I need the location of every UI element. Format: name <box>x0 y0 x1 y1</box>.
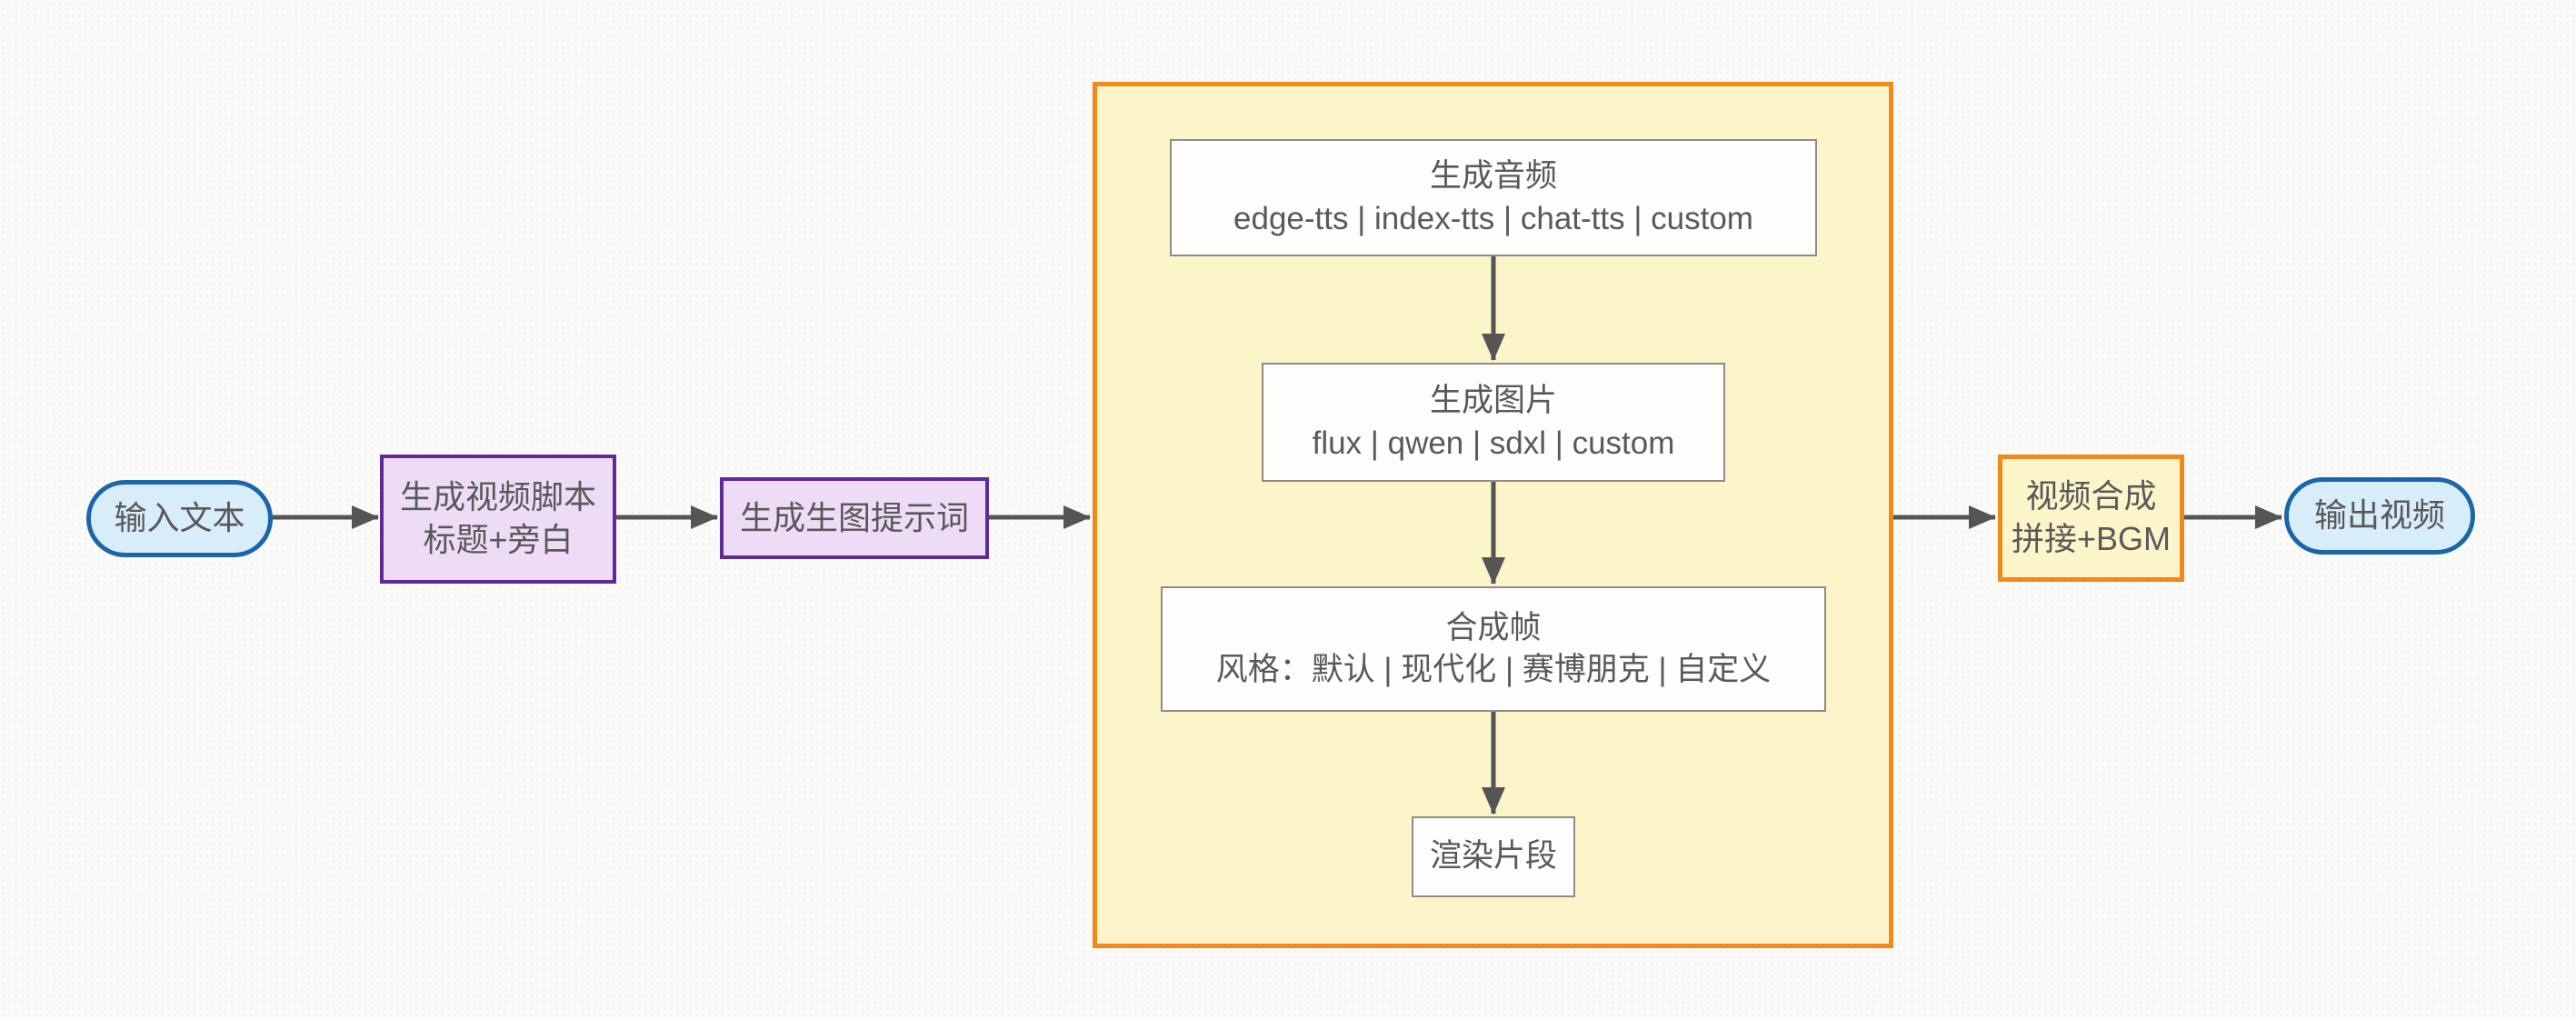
node-video-compose-line2: 拼接+BGM <box>2011 520 2172 557</box>
node-generate-image-prompt-label: 生成生图提示词 <box>739 498 969 536</box>
node-output-video-label: 输出视频 <box>2313 496 2445 535</box>
node-generate-script-line2: 标题+旁白 <box>423 521 574 558</box>
node-video-compose: 视频合成 拼接+BGM <box>1998 455 2184 582</box>
node-render-segment: 渲染片段 <box>1412 816 1575 897</box>
node-generate-audio: 生成音频 edge-tts | index-tts | chat-tts | c… <box>1170 139 1817 256</box>
node-generate-image-prompt: 生成生图提示词 <box>720 477 989 559</box>
node-generate-images-options: flux | qwen | sdxl | custom <box>1312 425 1675 461</box>
node-input-text: 输入文本 <box>86 480 273 557</box>
node-video-compose-line1: 视频合成 <box>2025 477 2157 515</box>
node-generate-audio-options: edge-tts | index-tts | chat-tts | custom <box>1233 200 1753 236</box>
node-generate-audio-title: 生成音频 <box>1429 158 1557 195</box>
node-generate-script: 生成视频脚本 标题+旁白 <box>380 455 616 584</box>
node-compose-frames-options: 风格：默认 | 现代化 | 赛博朋克 | 自定义 <box>1215 652 1772 687</box>
node-output-video: 输出视频 <box>2284 477 2475 555</box>
node-generate-images-title: 生成图片 <box>1429 383 1557 419</box>
node-generate-images: 生成图片 flux | qwen | sdxl | custom <box>1262 363 1725 482</box>
node-compose-frames: 合成帧 风格：默认 | 现代化 | 赛博朋克 | 自定义 <box>1161 586 1826 712</box>
node-generate-script-line1: 生成视频脚本 <box>399 478 596 516</box>
node-compose-frames-title: 合成帧 <box>1445 609 1542 645</box>
node-render-segment-label: 渲染片段 <box>1429 838 1557 875</box>
node-input-text-label: 输入文本 <box>114 499 245 537</box>
